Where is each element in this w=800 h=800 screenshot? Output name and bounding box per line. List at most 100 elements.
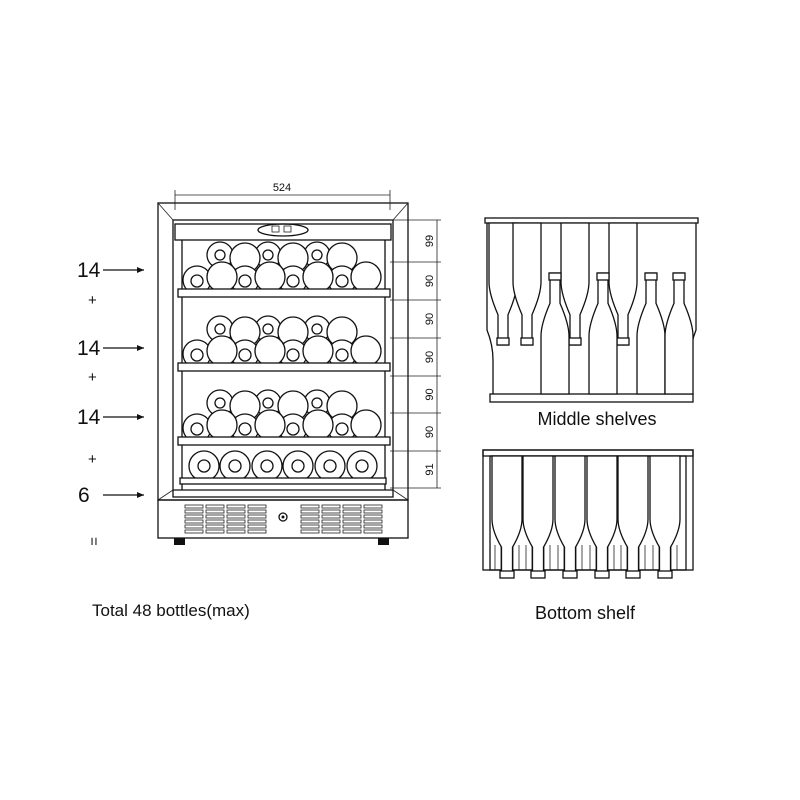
bottle-end	[302, 261, 334, 293]
bottle-end	[206, 261, 238, 293]
vent-slot	[184, 504, 204, 509]
bottom-count: 6	[78, 484, 90, 507]
middle-shelf-view: Middle shelves	[484, 217, 699, 429]
wine-shelf-3	[177, 389, 391, 446]
arrowhead-icon	[137, 267, 144, 273]
bottle-neck	[311, 397, 323, 409]
bottle	[649, 455, 681, 573]
bottle-cap	[616, 337, 630, 346]
shelf-2-count: 14	[77, 337, 101, 360]
vent-slot	[226, 524, 246, 529]
bottle-cap	[562, 570, 578, 579]
height-dimension-3: 90	[424, 313, 436, 325]
bottom-shelf-caption: Bottom shelf	[535, 603, 636, 623]
vent-slot	[363, 519, 383, 524]
vent-slot	[342, 514, 362, 519]
shelf-rail	[177, 288, 391, 298]
bottle	[617, 455, 649, 573]
bottle-end	[254, 409, 286, 441]
bottle-end	[350, 335, 382, 367]
bottle-neck	[311, 323, 323, 335]
bottle-neck	[214, 249, 226, 261]
height-dimension-6: 90	[424, 426, 436, 438]
bottle	[586, 455, 618, 573]
vent-slot	[205, 519, 225, 524]
height-dimension-4: 90	[424, 351, 436, 363]
upright-bottle	[664, 272, 694, 395]
shelf-1-count: 14	[77, 259, 101, 282]
bottle-neck	[323, 459, 337, 473]
arrowhead-icon	[137, 492, 144, 498]
vent-slot	[226, 529, 246, 534]
upright-bottle	[636, 272, 666, 395]
bottle-neck	[286, 274, 300, 288]
bottle-cap	[594, 570, 610, 579]
bottle-neck	[190, 348, 204, 362]
vent-slot	[321, 519, 341, 524]
bottle-cap	[625, 570, 641, 579]
bottle-neck	[197, 459, 211, 473]
bottle-end	[254, 261, 286, 293]
vent-slot	[247, 529, 267, 534]
arrowhead-icon	[137, 414, 144, 420]
bottle-neck	[262, 323, 274, 335]
shelf-rail	[177, 362, 391, 372]
equals-sign: =	[85, 537, 102, 546]
lock-icon	[278, 512, 288, 522]
bottle-neck	[190, 422, 204, 436]
vent-slot	[205, 509, 225, 514]
bottle	[522, 455, 554, 573]
bottle-neck	[238, 348, 252, 362]
foot-right	[378, 538, 389, 545]
bottle-neck	[190, 274, 204, 288]
bottle-cap	[520, 337, 534, 346]
bottle-cap	[499, 570, 515, 579]
bottle-neck	[335, 348, 349, 362]
bottle-neck	[335, 274, 349, 288]
middle-shelves-caption: Middle shelves	[537, 409, 656, 429]
bottle-cap	[568, 337, 582, 346]
foot-left	[174, 538, 185, 545]
vent-slot	[226, 509, 246, 514]
hanging-bottle	[512, 222, 542, 346]
bottle-end	[302, 409, 334, 441]
vent-slot	[363, 504, 383, 509]
total-label: Total 48 bottles(max)	[92, 601, 250, 620]
bottom-wine-shelf	[179, 450, 387, 485]
height-dimension-5: 90	[424, 388, 436, 400]
vent-slot	[342, 529, 362, 534]
vent-slot	[205, 529, 225, 534]
bottle-cap	[548, 272, 562, 281]
vent-slot	[184, 514, 204, 519]
vent-slot	[184, 519, 204, 524]
vent-slot	[300, 529, 320, 534]
width-dimension: 524	[273, 182, 291, 194]
vent-slot	[363, 509, 383, 514]
bottle-end	[350, 409, 382, 441]
vent-slot	[363, 524, 383, 529]
vent-slot	[226, 504, 246, 509]
vent-slot	[342, 524, 362, 529]
bottle-neck	[262, 249, 274, 261]
vent-slot	[247, 509, 267, 514]
bottle-neck	[214, 397, 226, 409]
vent-slot	[184, 524, 204, 529]
bottle-neck	[311, 249, 323, 261]
vent-slot	[184, 529, 204, 534]
vent-slot	[300, 514, 320, 519]
bottle-end	[206, 335, 238, 367]
upright-bottle	[588, 272, 618, 395]
bottle-neck	[214, 323, 226, 335]
vent-slot	[205, 514, 225, 519]
vent-slot	[247, 524, 267, 529]
wine-shelf-2	[177, 315, 391, 372]
bottle-neck	[335, 422, 349, 436]
vent-slot	[300, 524, 320, 529]
vent-slot	[300, 509, 320, 514]
bottle-cap	[530, 570, 546, 579]
bottle-end	[350, 261, 382, 293]
shelf-rail	[177, 436, 391, 446]
plus-sign: +	[88, 369, 97, 386]
vent-slot	[247, 514, 267, 519]
